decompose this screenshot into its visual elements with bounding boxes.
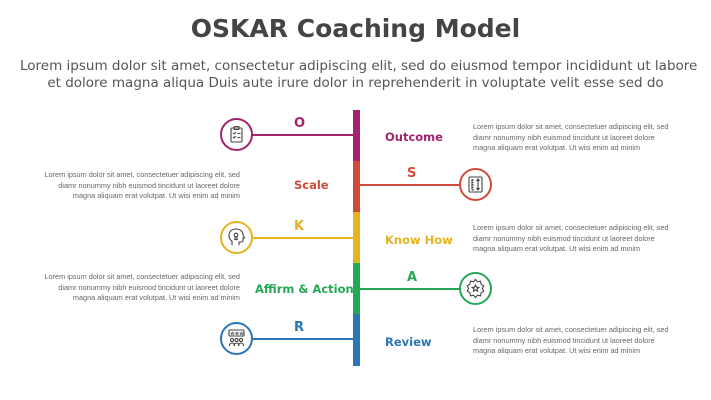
desc-line: diamr nonummy nibh euismod tincidunt ut … xyxy=(473,233,655,243)
desc-line: magna aliquam erat volutpat. Ut wisi eni… xyxy=(72,191,240,200)
badge-star-icon xyxy=(466,278,485,299)
spine-segment-r xyxy=(353,314,360,366)
desc-line: Lorem ipsum dolor sit amet, consectetuer… xyxy=(44,272,241,281)
connector-o xyxy=(252,134,353,136)
spine-segment-s xyxy=(353,161,360,212)
desc-line: Lorem ipsum dolor sit amet, consectetuer… xyxy=(473,223,669,232)
step-a-icon-circle xyxy=(459,272,492,305)
step-r-icon-circle xyxy=(220,322,253,355)
step-a-letter: A xyxy=(407,270,418,285)
desc-line: magna aliquam erat volutpat. Ut wisi eni… xyxy=(473,244,641,253)
connector-k xyxy=(252,237,353,239)
subtitle-line: Lorem ipsum dolor sit amet, consectetur … xyxy=(20,58,698,74)
head-keyhole-icon xyxy=(228,228,246,245)
desc-line: magna aliquam erat volutpat. Ut wisi eni… xyxy=(72,293,240,302)
connector-a xyxy=(360,288,461,290)
step-s-icon-circle xyxy=(459,168,492,201)
step-k-icon-circle xyxy=(220,221,253,254)
step-o-label: Outcome xyxy=(385,130,443,144)
step-k-description: Lorem ipsum dolor sit amet, consectetuer… xyxy=(473,223,711,255)
desc-line: Lorem ipsum dolor sit amet, consectetuer… xyxy=(473,122,669,131)
subtitle-line: et dolore magna aliqua Duis aute irure d… xyxy=(47,75,664,91)
page-subtitle: Lorem ipsum dolor sit amet, consectetur … xyxy=(20,58,698,92)
step-a-description: Lorem ipsum dolor sit amet, consectetuer… xyxy=(0,272,241,304)
desc-line: diamr nonummy nibh euismod tincidunt ut … xyxy=(473,335,655,345)
step-r-letter: R xyxy=(294,320,305,335)
desc-line: diamr nonummy nibh euismod tincidunt ut … xyxy=(58,180,240,190)
desc-line: magna aliquam erat volutpat. Ut wisi eni… xyxy=(473,143,641,152)
desc-line: magna aliquam erat volutpat. Ut wisi eni… xyxy=(473,346,641,355)
desc-line: diamr nonummy nibh euismod tincidunt ut … xyxy=(58,282,240,292)
step-k-label: Know How xyxy=(385,233,453,247)
step-r-description: Lorem ipsum dolor sit amet, consectetuer… xyxy=(473,325,711,357)
connector-r xyxy=(252,338,353,340)
spine-segment-a xyxy=(353,263,360,314)
spine-segment-k xyxy=(353,212,360,263)
step-k-letter: K xyxy=(294,219,305,234)
page-title: OSKAR Coaching Model xyxy=(190,14,521,43)
scale-icon xyxy=(468,176,483,193)
connector-s xyxy=(360,184,461,186)
desc-line: Lorem ipsum dolor sit amet, consectetuer… xyxy=(44,170,241,179)
step-a-label: Affirm & Action xyxy=(255,282,354,296)
desc-line: Lorem ipsum dolor sit amet, consectetuer… xyxy=(473,325,669,334)
step-o-letter: O xyxy=(294,116,306,131)
step-s-label: Scale xyxy=(294,178,329,192)
step-r-label: Review xyxy=(385,335,432,349)
spine-segment-o xyxy=(353,110,360,161)
step-o-icon-circle xyxy=(220,118,253,151)
desc-line: diamr nonummy nibh euismod tincidunt ut … xyxy=(473,132,655,142)
step-s-letter: S xyxy=(407,166,417,181)
clipboard-icon xyxy=(230,125,243,143)
review-people-icon xyxy=(228,329,245,347)
step-s-description: Lorem ipsum dolor sit amet, consectetuer… xyxy=(0,170,241,202)
step-o-description: Lorem ipsum dolor sit amet, consectetuer… xyxy=(473,122,711,154)
